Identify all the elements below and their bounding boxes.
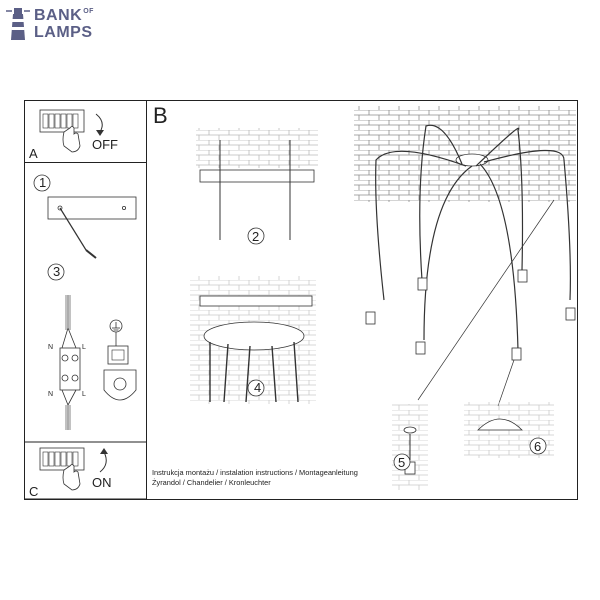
switch-off-icon — [39, 109, 104, 153]
step1-illustration — [33, 174, 137, 259]
panel-a-label: A — [29, 146, 38, 161]
switch-off-text: OFF — [92, 137, 118, 152]
panel-c-label: C — [29, 484, 39, 499]
ground-icon — [103, 319, 137, 401]
lighthouse-icon — [6, 8, 30, 40]
switch-on-icon — [39, 447, 108, 491]
terminal-n-top: N — [48, 344, 54, 351]
step4-illustration — [190, 276, 316, 404]
step-5: 5 — [398, 455, 406, 470]
step-2: 2 — [252, 229, 260, 244]
switch-on-text: ON — [92, 475, 112, 490]
step-3: 3 — [53, 264, 61, 279]
terminal-l-bottom: L — [82, 391, 86, 398]
step-1: 1 — [39, 175, 47, 190]
logo-line2: LAMPS — [34, 24, 93, 41]
step-4: 4 — [254, 380, 262, 395]
terminal-l-top: L — [82, 344, 86, 351]
step6-illustration — [464, 402, 554, 458]
chandelier-illustration — [354, 106, 576, 407]
step3-wiring — [47, 263, 81, 430]
brand-logo: BANKOF LAMPS — [4, 6, 114, 42]
instructions-caption: Instrukcja montażu / instalation instruc… — [152, 468, 372, 488]
panel-b-label: B — [153, 103, 168, 128]
instruction-sheet — [24, 100, 578, 500]
step-6: 6 — [534, 439, 542, 454]
logo-line1: BANKOF — [34, 7, 94, 24]
step2-illustration — [196, 128, 318, 250]
step5-illustration — [392, 404, 428, 490]
caption-line1: Instrukcja montażu / instalation instruc… — [152, 468, 358, 477]
panel-c-box — [24, 441, 147, 500]
caption-line2: Żyrandol / Chandelier / Kronleuchter — [152, 478, 271, 487]
terminal-n-bottom: N — [48, 391, 54, 398]
